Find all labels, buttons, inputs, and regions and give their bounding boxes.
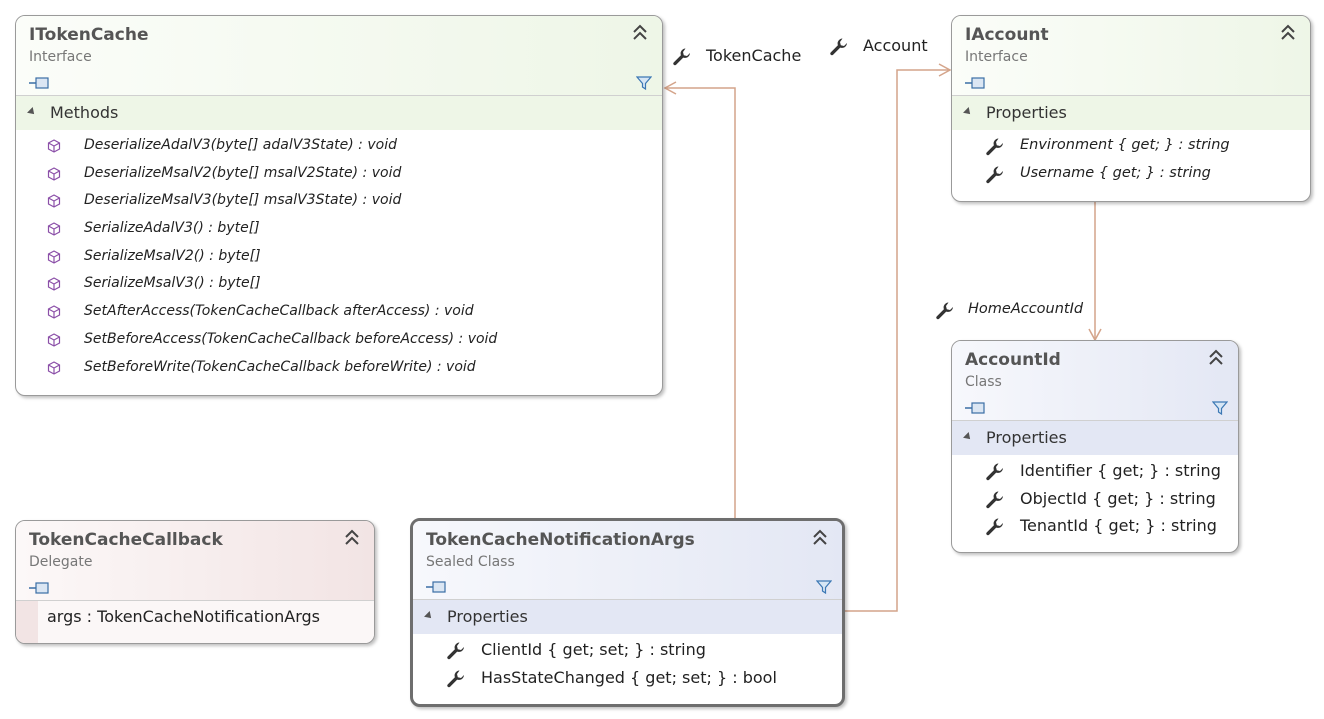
- homeaccountid-connector-label: HomeAccountId: [968, 301, 1084, 317]
- accountid-title: AccountId: [965, 350, 1061, 370]
- class-chip-icon: [965, 402, 985, 414]
- expand-triangle-icon: [424, 610, 434, 621]
- tokencache-connector-label: TokenCache: [706, 46, 802, 65]
- tokencachenotificationargs-kind: Sealed Class: [426, 554, 515, 570]
- class-chip-icon: [426, 581, 446, 593]
- methods-section-header[interactable]: Methods: [16, 96, 662, 130]
- interface-chip-icon: [29, 77, 49, 89]
- method-icon: [47, 139, 61, 153]
- connector-tokencache-arrow: [663, 81, 677, 95]
- method-icon: [47, 333, 61, 347]
- filter-icon[interactable]: [1212, 400, 1228, 416]
- collapse-icon[interactable]: [1280, 24, 1296, 42]
- wrench-icon: [829, 37, 849, 57]
- connector-account: [845, 69, 950, 612]
- accountid-kind: Class: [965, 374, 1002, 390]
- tokencachecallback-kind: Delegate: [29, 554, 93, 570]
- wrench-icon: [985, 462, 1005, 482]
- collapse-icon[interactable]: [344, 529, 360, 547]
- property-row[interactable]: ClientId { get; set; } : string: [413, 636, 842, 664]
- property-row[interactable]: ObjectId { get; } : string: [952, 485, 1238, 513]
- iaccount-title: IAccount: [965, 25, 1049, 45]
- method-icon: [47, 222, 61, 236]
- connector-account-arrow: [938, 63, 952, 77]
- itokencache-kind: Interface: [29, 49, 92, 65]
- method-row[interactable]: SerializeMsalV3() : byte[]: [16, 270, 662, 298]
- tokencachecallback-shape[interactable]: TokenCacheCallback Delegate args : Token…: [15, 520, 375, 644]
- method-row[interactable]: DeserializeAdalV3(byte[] adalV3State) : …: [16, 132, 662, 160]
- collapse-icon[interactable]: [812, 529, 828, 547]
- filter-icon[interactable]: [816, 579, 832, 595]
- method-row[interactable]: DeserializeMsalV3(byte[] msalV3State) : …: [16, 187, 662, 215]
- method-icon: [47, 250, 61, 264]
- tokencachenotificationargs-shape[interactable]: TokenCacheNotificationArgs Sealed Class …: [410, 518, 845, 707]
- tokencachecallback-title: TokenCacheCallback: [29, 530, 223, 550]
- method-icon: [47, 167, 61, 181]
- expand-triangle-icon: [963, 431, 973, 442]
- wrench-icon: [985, 165, 1005, 185]
- iaccount-header: IAccount Interface: [952, 16, 1310, 96]
- wrench-icon: [985, 137, 1005, 157]
- property-row[interactable]: Identifier { get; } : string: [952, 457, 1238, 485]
- connector-tokencache: [665, 87, 736, 518]
- property-row[interactable]: Username { get; } : string: [952, 160, 1310, 188]
- delegate-param-area: [38, 601, 374, 643]
- tokencachenotificationargs-title: TokenCacheNotificationArgs: [426, 530, 695, 550]
- itokencache-shape[interactable]: ITokenCache Interface Methods Deserializ…: [15, 15, 663, 396]
- wrench-icon: [672, 47, 692, 67]
- properties-section-header[interactable]: Properties: [952, 421, 1238, 455]
- delegate-chip-icon: [29, 582, 49, 594]
- method-row[interactable]: SetBeforeWrite(TokenCacheCallback before…: [16, 354, 662, 382]
- wrench-icon: [985, 517, 1005, 537]
- wrench-icon: [446, 669, 466, 689]
- itokencache-header: ITokenCache Interface: [16, 16, 662, 96]
- method-row[interactable]: SetBeforeAccess(TokenCacheCallback befor…: [16, 326, 662, 354]
- wrench-icon: [446, 641, 466, 661]
- accountid-shape[interactable]: AccountId Class Properties Identifier { …: [951, 340, 1239, 553]
- method-icon: [47, 277, 61, 291]
- method-row[interactable]: SetAfterAccess(TokenCacheCallback afterA…: [16, 298, 662, 326]
- itokencache-title: ITokenCache: [29, 25, 149, 45]
- property-row[interactable]: Environment { get; } : string: [952, 132, 1310, 160]
- method-icon: [47, 361, 61, 375]
- accountid-header: AccountId Class: [952, 341, 1238, 421]
- properties-section-header[interactable]: Properties: [413, 600, 842, 634]
- tokencachenotificationargs-header: TokenCacheNotificationArgs Sealed Class: [413, 521, 842, 600]
- expand-triangle-icon: [27, 106, 37, 117]
- wrench-icon: [935, 301, 955, 321]
- delegate-gutter: [16, 601, 38, 643]
- collapse-icon[interactable]: [1208, 349, 1224, 367]
- method-icon: [47, 305, 61, 319]
- iaccount-shape[interactable]: IAccount Interface Properties Environmen…: [951, 15, 1311, 202]
- property-row[interactable]: TenantId { get; } : string: [952, 512, 1238, 540]
- iaccount-kind: Interface: [965, 49, 1028, 65]
- filter-icon[interactable]: [636, 75, 652, 91]
- property-row[interactable]: HasStateChanged { get; set; } : bool: [413, 664, 842, 692]
- expand-triangle-icon: [963, 106, 973, 117]
- collapse-icon[interactable]: [632, 24, 648, 42]
- wrench-icon: [985, 490, 1005, 510]
- tokencachecallback-header: TokenCacheCallback Delegate: [16, 521, 374, 601]
- method-row[interactable]: DeserializeMsalV2(byte[] msalV2State) : …: [16, 160, 662, 188]
- method-row[interactable]: SerializeAdalV3() : byte[]: [16, 215, 662, 243]
- properties-section-header[interactable]: Properties: [952, 96, 1310, 130]
- interface-chip-icon: [965, 77, 985, 89]
- delegate-parameter[interactable]: args : TokenCacheNotificationArgs: [47, 607, 320, 626]
- account-connector-label: Account: [863, 36, 928, 55]
- method-row[interactable]: SerializeMsalV2() : byte[]: [16, 243, 662, 271]
- method-icon: [47, 194, 61, 208]
